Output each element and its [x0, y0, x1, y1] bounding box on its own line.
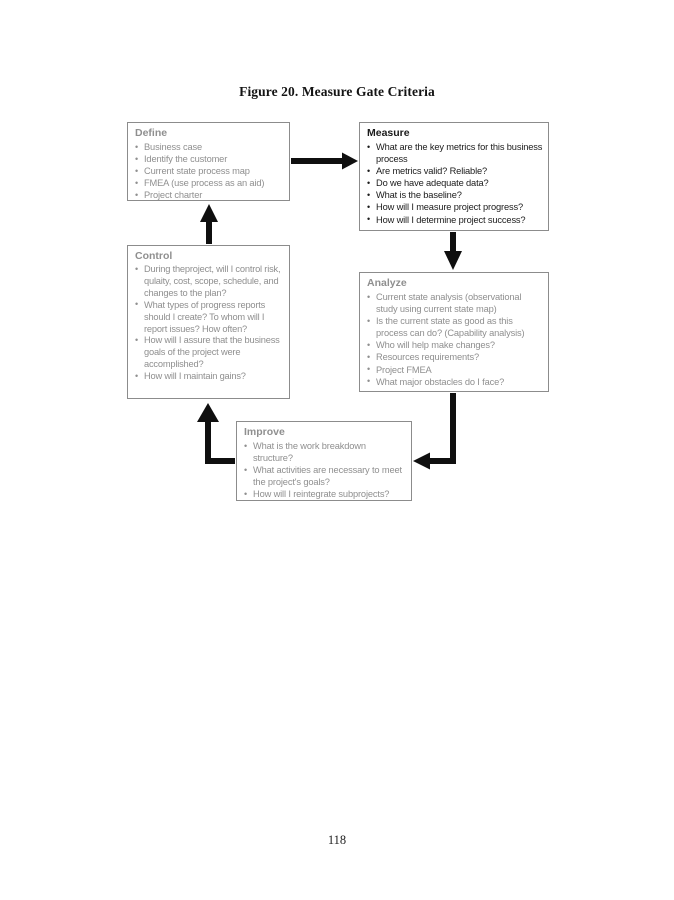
measure-box: Measure • What are the key metrics for th… [359, 122, 549, 231]
list-item: • What activities are necessary to meet t… [244, 464, 408, 488]
bullet-icon: • [367, 189, 371, 200]
improve-box: Improve • What is the work breakdown stru… [236, 421, 412, 501]
list-item: • Are metrics valid? Reliable? [367, 165, 545, 177]
bullet-text: Are metrics valid? Reliable? [376, 166, 488, 177]
bullet-text: What is the baseline? [376, 190, 462, 201]
bullet-text: Current state process map [144, 166, 250, 177]
bullet-text: What is the work breakdown structure? [253, 441, 366, 464]
list-item: • What is the work breakdown structure? [244, 440, 408, 464]
define-box: Define • Business case • Identify the custo… [127, 122, 290, 201]
bullet-icon: • [367, 141, 371, 152]
list-item: • How will I reintegrate subprojects? [244, 488, 408, 500]
control-box-list: • During theproject, will I control risk,… [135, 264, 286, 383]
define-box-list: • Business case • Identify the customer • Cur… [135, 141, 286, 201]
list-item: • Is the current state as good as this pr… [367, 315, 545, 339]
bullet-text: Do we have adequate data? [376, 178, 489, 189]
bullet-icon: • [135, 165, 139, 176]
flow-arrows [197, 152, 462, 470]
bullet-icon: • [135, 263, 138, 274]
list-item: • During theproject, will I control risk,… [135, 264, 286, 300]
list-item: • How will I determine project success? [367, 214, 545, 226]
list-item: • What types of progress reports should I… [135, 299, 286, 336]
bullet-text: Project charter [144, 190, 203, 201]
bullet-icon: • [367, 201, 371, 212]
bullet-icon: • [244, 488, 248, 499]
analyze-box: Analyze • Current state analysis (observa… [359, 272, 549, 392]
bullet-icon: • [367, 351, 371, 362]
bullet-text: Identify the customer [144, 154, 228, 165]
bullet-text: Project FMEA [376, 364, 432, 375]
bullet-text: Current state analysis (observational st… [376, 292, 522, 315]
arrow-measure-to-analyze [444, 232, 462, 270]
measure-box-list: • What are the key metrics for this busin… [367, 141, 545, 226]
bullet-text: How will I measure project progress? [376, 202, 524, 213]
bullet-text: Is the current state as good as this pro… [376, 316, 525, 339]
bullet-text: FMEA (use process as an aid) [144, 178, 265, 189]
bullet-text: How will I maintain gains? [144, 371, 246, 382]
list-item: • What are the key metrics for this busin… [367, 141, 545, 165]
bullet-icon: • [135, 334, 138, 345]
list-item: • Do we have adequate data? [367, 177, 545, 189]
improve-box-title: Improve [244, 426, 285, 438]
bullet-text: What types of progress reports should I … [144, 299, 266, 334]
bullet-icon: • [367, 291, 371, 302]
list-item: • Resources requirements? [367, 351, 545, 363]
bullet-text: How will I assure that the business goal… [144, 335, 280, 370]
bullet-text: What activities are necessary to meet th… [253, 465, 402, 488]
bullet-icon: • [244, 440, 248, 451]
bullet-text: How will I determine project success? [376, 214, 526, 225]
list-item: • How will I measure project progress? [367, 201, 545, 213]
bullet-icon: • [244, 464, 248, 475]
measure-box-title: Measure [367, 127, 410, 139]
figure-caption: Figure 20. Measure Gate Criteria [239, 84, 435, 99]
bullet-text: Who will help make changes? [376, 340, 495, 351]
bullet-icon: • [367, 177, 371, 188]
list-item: • What is the baseline? [367, 189, 545, 201]
bullet-icon: • [367, 315, 371, 326]
define-box-title: Define [135, 127, 168, 139]
page-number: 118 [327, 833, 347, 847]
bullet-icon: • [135, 153, 139, 164]
arrow-control-to-define [200, 204, 218, 244]
bullet-text: Business case [144, 142, 202, 152]
bullet-icon: • [367, 165, 371, 176]
analyze-box-list: • Current state analysis (observational s… [367, 291, 545, 388]
list-item: • How will I maintain gains? [135, 371, 286, 383]
arrow-improve-to-control [197, 403, 235, 464]
list-item: • Current state process map [135, 165, 286, 177]
list-item: • Project FMEA [367, 364, 545, 376]
bullet-text: How will I reintegrate subprojects? [253, 489, 390, 500]
analyze-box-title: Analyze [367, 277, 407, 289]
bullet-icon: • [367, 214, 371, 225]
bullet-icon: • [135, 141, 139, 152]
list-item: • Who will help make changes? [367, 339, 545, 351]
list-item: • Project charter [135, 189, 286, 201]
bullet-text: During theproject, will I control risk, … [144, 264, 281, 298]
bullet-icon: • [367, 376, 371, 387]
bullet-icon: • [135, 370, 138, 381]
bullet-text: Resources requirements? [376, 352, 479, 363]
arrow-analyze-to-improve [413, 393, 456, 470]
bullet-icon: • [135, 189, 139, 200]
list-item: • FMEA (use process as an aid) [135, 177, 286, 189]
bullet-text: What major obstacles do I face? [376, 376, 505, 387]
bullet-text: What are the key metrics for this busine… [376, 142, 543, 165]
list-item: • Current state analysis (observational s… [367, 291, 545, 315]
bullet-icon: • [367, 364, 371, 375]
list-item: • Identify the customer [135, 153, 286, 165]
list-item: • How will I assure that the business goa… [135, 335, 286, 371]
list-item: • What major obstacles do I face? [367, 376, 545, 388]
bullet-icon: • [135, 177, 139, 188]
list-item: • Business case [135, 141, 286, 153]
improve-box-list: • What is the work breakdown structure? • W… [244, 440, 408, 500]
bullet-icon: • [135, 299, 138, 310]
control-box: Control • During theproject, will I contr… [127, 245, 290, 399]
arrow-define-to-measure [291, 152, 358, 170]
control-box-title: Control [135, 250, 173, 262]
bullet-icon: • [367, 339, 371, 350]
